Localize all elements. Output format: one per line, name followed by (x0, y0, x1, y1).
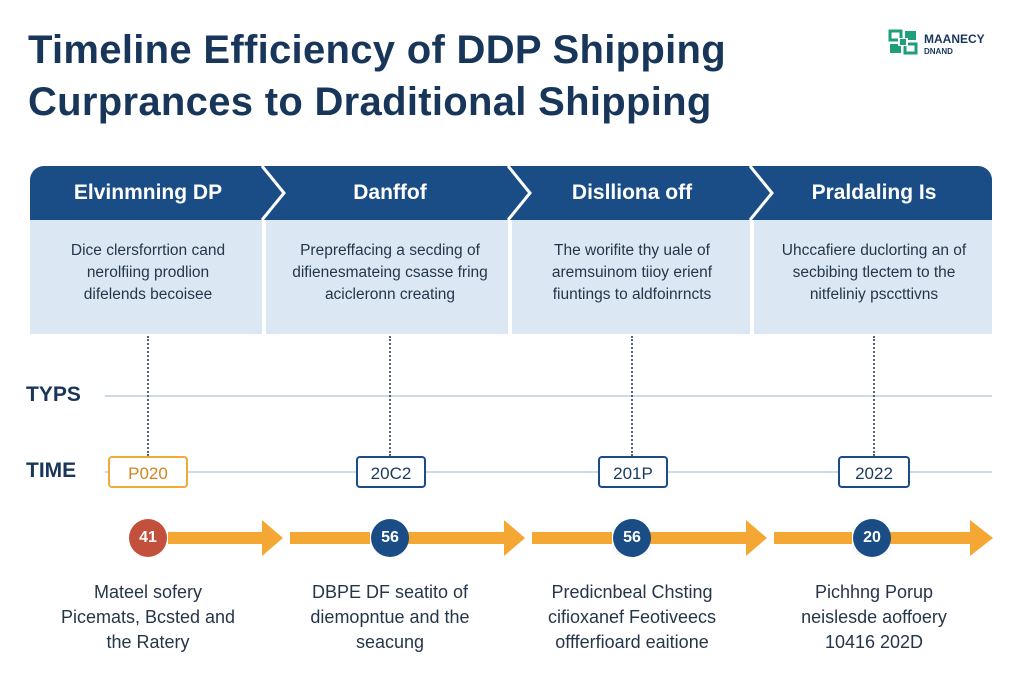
outcome-line: cifioxanef Feotiveecs (547, 607, 717, 627)
step-2-time-tag: 20C2 (356, 456, 426, 488)
steps-header-band (30, 166, 992, 220)
description-line: acicleronn creating (324, 286, 456, 303)
step-2-description-panel (266, 220, 508, 334)
step-2-outcome: DBPE DF seatito of diemopntue and the se… (270, 580, 510, 655)
step-4-time-tag: 2022 (838, 456, 910, 488)
time-row-line (105, 471, 992, 473)
outcome-line: offferfioard eaitione (555, 632, 709, 652)
step-1-marker: 41 (129, 519, 167, 557)
description-line: nerolfiing prodlion (86, 264, 210, 281)
step-3-outcome: Predicnbeal Chsting cifioxanef Feotiveec… (512, 580, 752, 655)
step-3-time-tag: 201P (598, 456, 668, 488)
chevron-separator-icon (748, 166, 774, 220)
logo-subtitle: DNAND (924, 47, 953, 56)
description-line: aremsuinom tiioy erienf (551, 264, 713, 281)
arrow-shaft (774, 532, 852, 544)
description-line: Prepreffacing a secding of (300, 242, 480, 259)
outcome-line: seacung (355, 632, 425, 652)
arrow-shaft (532, 532, 612, 544)
arrow-head-icon (504, 520, 525, 556)
description-line: nitfeliniy psccttivns (809, 286, 939, 303)
step-4-connector (873, 336, 875, 456)
description-line: The worifite thy uale of (554, 242, 710, 259)
outcome-line: Mateel sofery (93, 582, 203, 602)
title-line-2: Curprances to Draditional Shipping (28, 80, 712, 124)
step-1-time-tag: P020 (108, 456, 188, 488)
arrow-head-icon (970, 520, 993, 556)
arrow-shaft (290, 532, 370, 544)
description-line: secbibing tlectem to the (792, 264, 956, 281)
step-1-title: Elvinmning DP (73, 181, 223, 204)
page-title: Timeline Efficiency of DDP Shipping Curp… (28, 24, 848, 128)
outcome-line: 10416 202D (824, 632, 924, 652)
arrow-shaft (168, 532, 264, 544)
arrow-head-icon (262, 520, 283, 556)
step-2-connector (389, 336, 391, 456)
outcome-line: diemopntue and the (310, 607, 470, 627)
step-4-title: Praldaling Is (811, 181, 937, 204)
description-line: Dice clersforrtion cand (70, 242, 226, 259)
title-line-1: Timeline Efficiency of DDP Shipping (28, 28, 727, 72)
step-1-description-panel (30, 220, 262, 334)
step-3-connector (631, 336, 633, 456)
outcome-line: Pichhng Porup (814, 582, 934, 602)
chevron-separator-icon (260, 166, 286, 220)
step-2-description: Prepreffacing a secding of difienesmatei… (268, 240, 512, 306)
step-4-description: Uhccafiere duclorting an of secbibing tl… (754, 240, 994, 306)
step-3-description-panel (512, 220, 750, 334)
step-3-description: The worifite thy uale of aremsuinom tiio… (512, 240, 752, 306)
description-line: Uhccafiere duclorting an of (781, 242, 967, 259)
description-line: difienesmateing csasse fring (292, 264, 488, 281)
step-4-description-panel (754, 220, 992, 334)
step-3-title: Dislliona off (571, 181, 693, 204)
step-2-marker: 56 (371, 519, 409, 557)
step-1-description: Dice clersforrtion cand nerolfiing prodl… (30, 240, 266, 306)
types-row-label: TYPS (26, 383, 81, 406)
arrow-shaft (890, 532, 972, 544)
step-2-title: Danffof (353, 181, 427, 204)
step-1-outcome: Mateel sofery Picemats, Bcsted and the R… (30, 580, 266, 655)
outcome-line: DBPE DF seatito of (311, 582, 469, 602)
outcome-line: neislesde aoffoery (801, 607, 947, 627)
types-row-line (105, 395, 992, 397)
outcome-line: Predicnbeal Chsting (551, 582, 713, 602)
arrow-head-icon (746, 520, 767, 556)
step-1-connector (147, 336, 149, 456)
time-row-label: TIME (26, 459, 77, 482)
step-4-outcome: Pichhng Porup neislesde aoffoery 10416 2… (754, 580, 994, 655)
arrow-shaft (408, 532, 506, 544)
description-line: fiuntings to aldfoinrncts (552, 286, 712, 303)
arrow-shaft (650, 532, 748, 544)
green-square-logo-icon (888, 29, 918, 55)
description-line: difelends becoisee (83, 286, 213, 303)
step-3-marker: 56 (613, 519, 651, 557)
outcome-line: the Ratery (106, 632, 190, 652)
logo-name: MAANECY (924, 32, 985, 46)
step-4-marker: 20 (853, 519, 891, 557)
chevron-separator-icon (506, 166, 532, 220)
outcome-line: Picemats, Bcsted and (60, 607, 236, 627)
